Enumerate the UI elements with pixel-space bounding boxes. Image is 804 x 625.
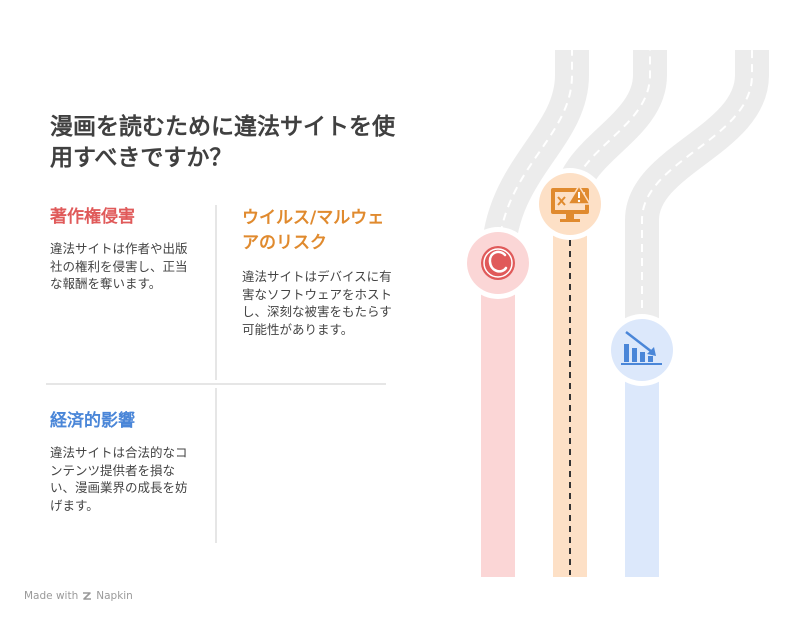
economic-block: 経済的影響 違法サイトは合法的なコンテンツ提供者を損ない、漫画業界の成長を妨げま… <box>50 410 195 514</box>
economic-title: 経済的影響 <box>50 411 135 431</box>
copyright-body: 違法サイトは作者や出版社の権利を侵害し、正当な報酬を奪います。 <box>50 241 188 291</box>
node-economic-bg <box>611 319 673 381</box>
divider-vertical-top <box>215 205 217 380</box>
page-title: 漫画を読むために違法サイトを使用すべきですか？ <box>50 114 395 171</box>
footer-brand: Napkin <box>96 590 133 602</box>
copyright-block: 著作権侵害 違法サイトは作者や出版社の権利を侵害し、正当な報酬を奪います。 <box>50 206 195 293</box>
economic-body: 違法サイトは合法的なコンテンツ提供者を損ない、漫画業界の成長を妨げます。 <box>50 445 188 513</box>
lane-copyright <box>481 262 515 577</box>
footer: Made with Napkin <box>24 590 133 602</box>
malware-block: ウイルス/マルウェアのリスク 違法サイトはデバイスに有害なソフトウェアをホストし… <box>242 206 392 338</box>
lane-malware <box>553 205 587 577</box>
napkin-logo-icon <box>83 592 92 600</box>
malware-title: ウイルス/マルウェアのリスク <box>242 208 385 253</box>
malware-body: 違法サイトはデバイスに有害なソフトウェアをホストし、深刻な被害をもたらす可能性が… <box>242 269 393 337</box>
copyright-icon <box>481 246 515 280</box>
divider-vertical-bottom <box>215 388 217 543</box>
warning-monitor-icon <box>551 184 592 222</box>
declining-chart-icon <box>621 331 662 365</box>
divider-horizontal <box>46 383 386 385</box>
copyright-title: 著作権侵害 <box>50 207 135 227</box>
lane-economic <box>625 350 659 577</box>
road-economic-centerline <box>641 50 753 350</box>
footer-made-with: Made with <box>24 590 79 602</box>
